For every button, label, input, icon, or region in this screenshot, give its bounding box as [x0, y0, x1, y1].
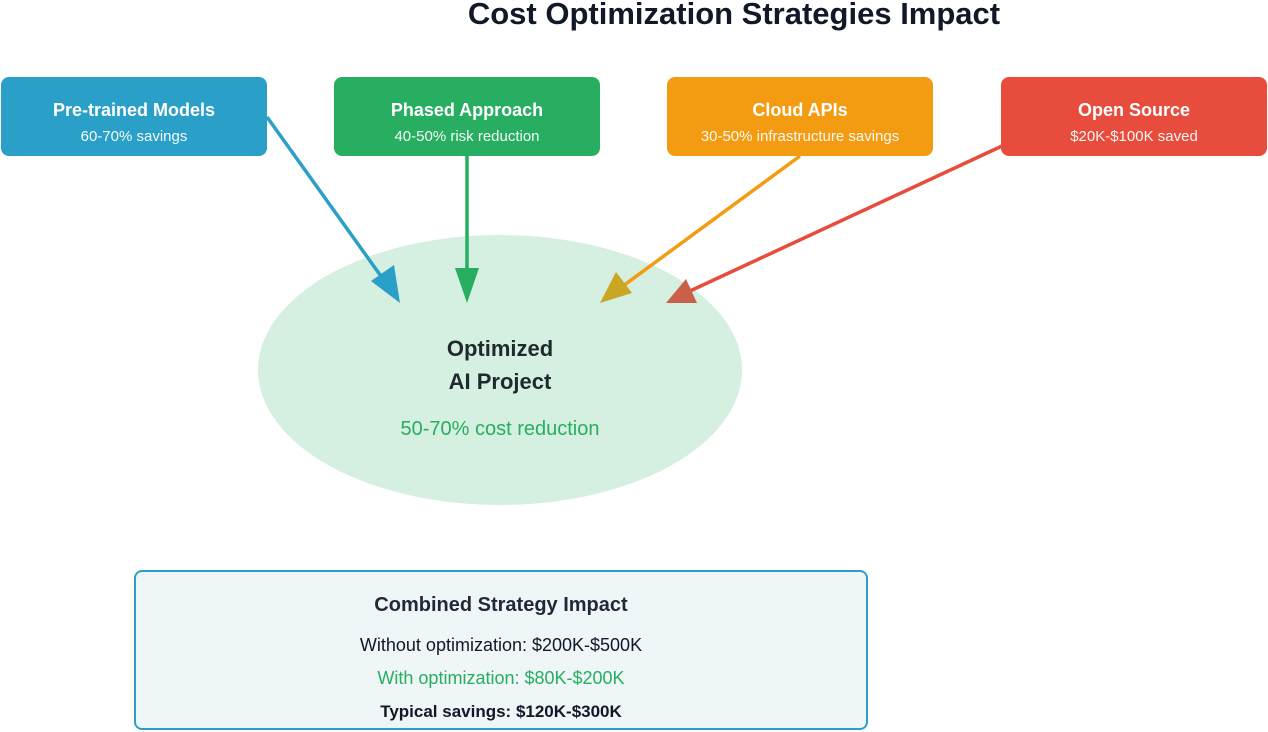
strategy-box-phased-approach: Phased Approach 40-50% risk reduction — [334, 77, 600, 156]
summary-title: Combined Strategy Impact — [374, 594, 628, 616]
strategy-detail: $20K-$100K saved — [1070, 128, 1198, 145]
pre-trained-arrowhead — [371, 265, 400, 303]
page-title: Cost Optimization Strategies Impact — [467, 0, 1001, 31]
strategy-box-open-source: Open Source $20K-$100K saved — [1001, 77, 1267, 156]
strategy-box-cloud-apis: Cloud APIs 30-50% infrastructure savings — [667, 77, 933, 156]
strategy-name: Cloud APIs — [752, 100, 848, 120]
center-title-line-1: Optimized — [446, 336, 554, 361]
strategy-name: Open Source — [1077, 100, 1191, 120]
strategy-name: Pre-trained Models — [52, 100, 216, 120]
summary-without-optimization: Without optimization: $200K-$500K — [359, 635, 643, 655]
summary-typical-savings: Typical savings: $120K-$300K — [380, 702, 622, 721]
center-title-line-2: AI Project — [448, 369, 552, 394]
cloud-apis-arrowhead — [600, 272, 632, 303]
strategy-detail: 60-70% savings — [80, 128, 188, 145]
open-source-arrow — [689, 144, 1003, 293]
open-source-arrowhead — [666, 279, 697, 303]
strategy-box-pre-trained-models: Pre-trained Models 60-70% savings — [1, 77, 267, 156]
summary-with-optimization: With optimization: $80K-$200K — [377, 668, 625, 688]
strategy-name: Phased Approach — [390, 100, 544, 120]
cloud-apis-arrow — [621, 154, 802, 288]
pre-trained-arrow — [265, 115, 385, 281]
phased-arrowhead — [455, 268, 479, 303]
optimized-project-ellipse — [258, 235, 742, 505]
strategy-detail: 30-50% infrastructure savings — [700, 128, 900, 145]
strategy-detail: 40-50% risk reduction — [394, 128, 540, 145]
center-subtitle: 50-70% cost reduction — [400, 418, 600, 440]
combined-impact-box: Combined Strategy Impact Without optimiz… — [134, 570, 868, 730]
